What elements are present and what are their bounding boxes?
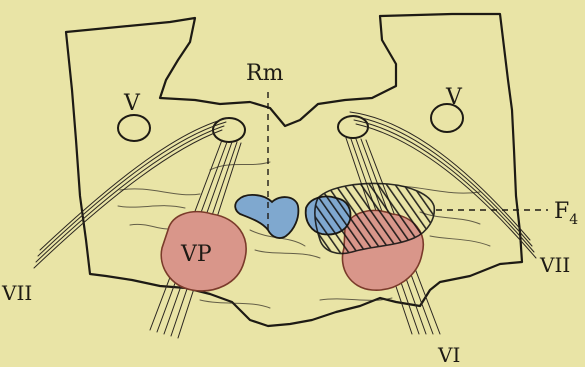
- v-nucleus-left: [118, 115, 150, 141]
- label-f4-main: F: [554, 199, 569, 224]
- root-circle-right: [338, 116, 368, 138]
- label-v-right: V: [445, 85, 463, 110]
- label-f4-sub: 4: [569, 212, 578, 228]
- label-f4: F4: [554, 199, 578, 228]
- label-rm: Rm: [246, 61, 284, 86]
- label-vii-right: VII: [539, 253, 570, 277]
- section-outline: [66, 14, 522, 326]
- root-circle-left: [213, 118, 245, 142]
- label-v-left: V: [123, 91, 141, 116]
- label-vii-left: VII: [1, 281, 32, 305]
- label-vp: VP: [180, 242, 212, 267]
- label-vi: VI: [437, 343, 460, 367]
- blue-nucleus-left: [235, 195, 298, 238]
